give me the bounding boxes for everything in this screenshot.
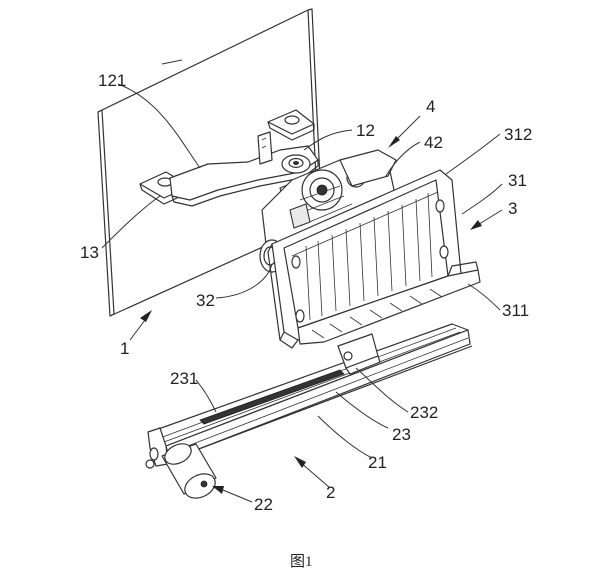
motor-cylinder xyxy=(161,443,217,499)
watermark-logo-word: car爱卡 xyxy=(52,32,160,65)
label-12: 12 xyxy=(356,121,375,140)
label-1: 1 xyxy=(120,339,129,358)
tray-ribs xyxy=(305,192,433,321)
slide-rail xyxy=(145,323,473,499)
label-23: 23 xyxy=(392,425,411,444)
label-121: 121 xyxy=(98,71,126,90)
mounting-arm xyxy=(139,109,319,207)
label-3: 3 xyxy=(508,199,517,218)
leader-lines xyxy=(101,59,503,503)
label-31: 31 xyxy=(508,171,527,190)
label-32: 32 xyxy=(196,291,215,310)
label-2: 2 xyxy=(326,483,335,502)
xcar-watermark-logo: X car爱卡 xyxy=(19,24,160,70)
label-4: 4 xyxy=(426,97,435,116)
label-311: 311 xyxy=(502,301,529,320)
label-13: 13 xyxy=(80,243,99,262)
label-21: 21 xyxy=(368,453,387,472)
label-22: 22 xyxy=(254,495,273,514)
label-312: 312 xyxy=(504,125,532,144)
watermark-logo-text: X xyxy=(19,24,55,70)
reference-labels: 121 12 13 4 42 312 31 3 311 32 1 231 232… xyxy=(80,71,532,514)
gear-rack xyxy=(199,369,345,425)
figure-caption: 图1 xyxy=(290,553,313,570)
label-42: 42 xyxy=(424,133,443,152)
label-232: 232 xyxy=(410,403,438,422)
label-231: 231 xyxy=(170,369,198,388)
holder-tray xyxy=(267,169,481,349)
